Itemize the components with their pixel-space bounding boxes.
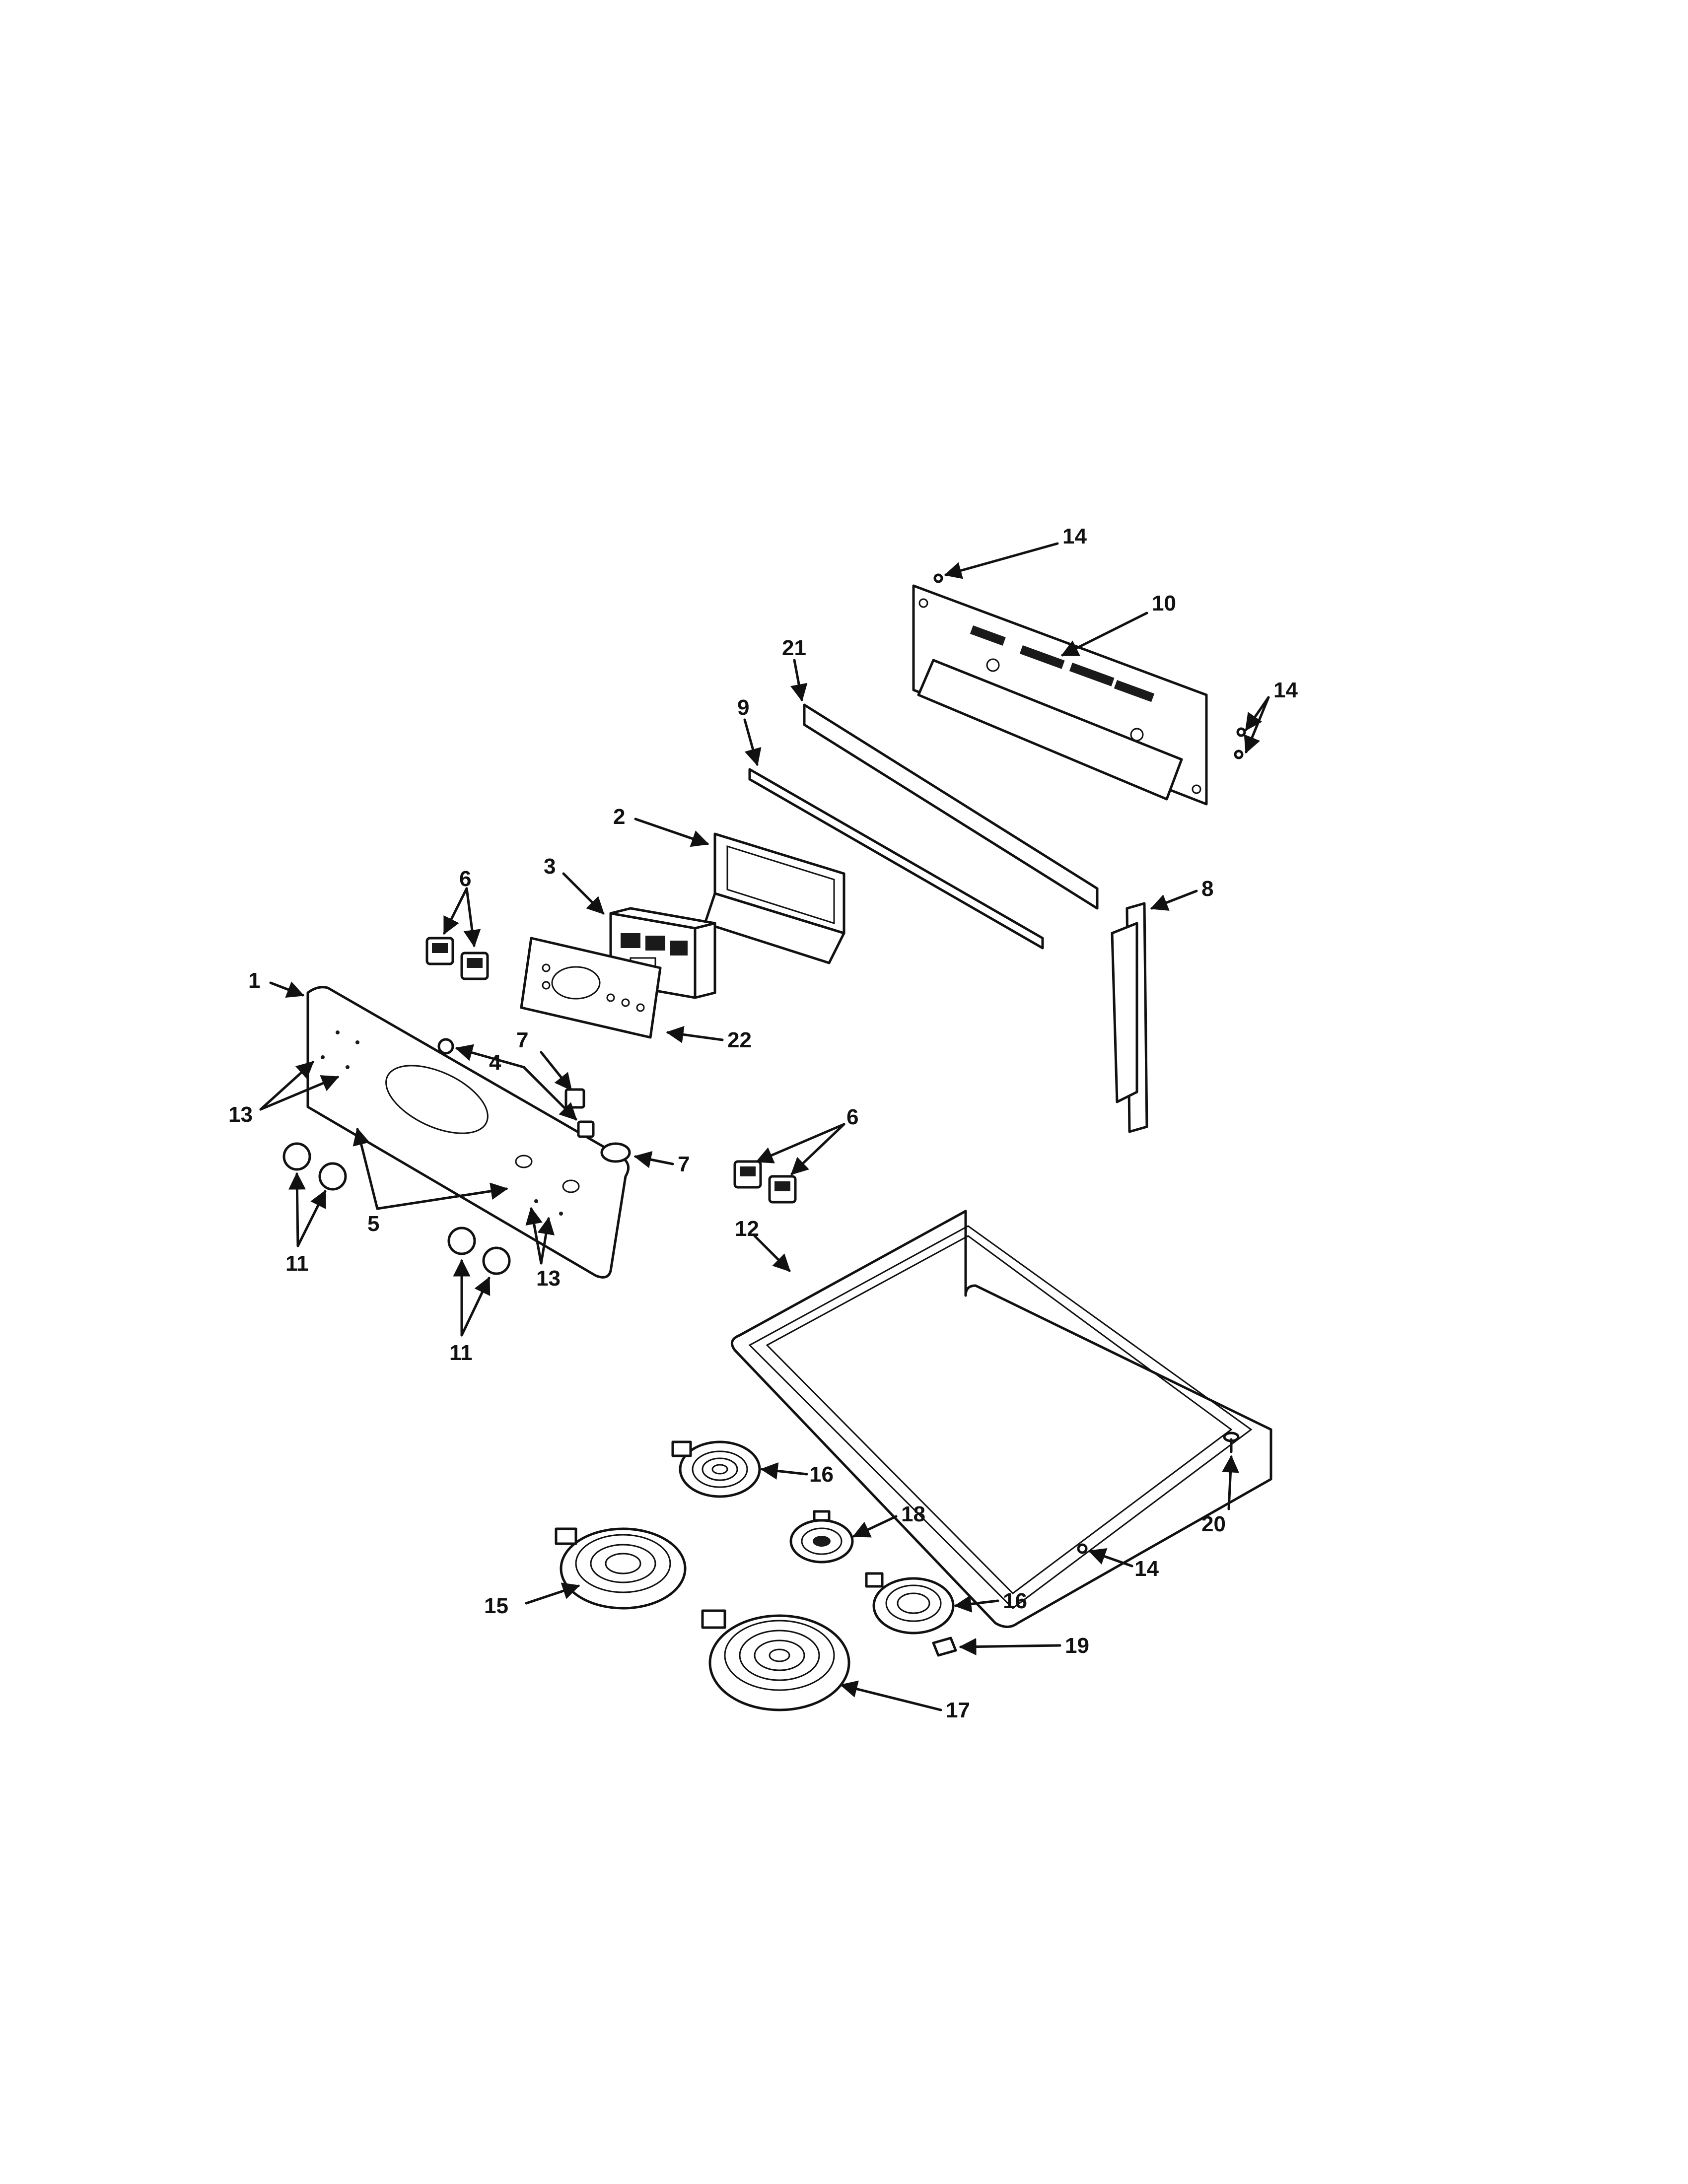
clip-19 — [932, 1637, 957, 1657]
callout-13-left: 13 — [228, 1102, 253, 1127]
callout-12: 12 — [735, 1217, 759, 1241]
callout-22: 22 — [727, 1028, 752, 1052]
callout-21: 21 — [782, 636, 806, 660]
rear-bracket — [912, 584, 1208, 806]
surface-element-16b — [865, 1572, 955, 1635]
callout-20: 20 — [1201, 1512, 1226, 1536]
callout-3: 3 — [544, 854, 556, 879]
membrane-overlay — [520, 937, 662, 1039]
callout-14-bottom: 14 — [1134, 1557, 1159, 1581]
callout-8: 8 — [1201, 877, 1213, 901]
warming-element-18 — [789, 1510, 854, 1564]
callout-labels: 14 10 14 21 9 2 8 3 6 1 22 4 7 7 6 13 5 … — [228, 524, 1298, 1722]
callout-18: 18 — [901, 1502, 925, 1526]
callout-9: 9 — [737, 695, 749, 720]
callout-5: 5 — [367, 1212, 379, 1236]
screw-20 — [1223, 1432, 1240, 1453]
screws-14 — [933, 573, 1246, 1554]
callout-17: 17 — [946, 1698, 970, 1722]
small-components — [437, 1038, 631, 1163]
callout-7-right: 7 — [678, 1152, 690, 1176]
callout-7-top: 7 — [516, 1028, 528, 1052]
callout-10: 10 — [1152, 591, 1176, 615]
callout-13-right: 13 — [536, 1266, 561, 1291]
callout-2: 2 — [613, 805, 625, 829]
callout-14-top: 14 — [1062, 524, 1087, 548]
side-bracket — [1111, 902, 1148, 1133]
callout-6-right: 6 — [846, 1105, 858, 1129]
callout-11-left: 11 — [285, 1251, 309, 1276]
callout-11-right: 11 — [449, 1341, 473, 1365]
surface-element-15 — [555, 1527, 687, 1610]
callout-1: 1 — [248, 968, 260, 993]
callout-19: 19 — [1065, 1634, 1089, 1658]
display-frame — [703, 832, 845, 964]
control-panel — [306, 986, 630, 1279]
callout-6-left: 6 — [459, 867, 471, 891]
callout-14-right: 14 — [1273, 678, 1298, 702]
callout-16-top: 16 — [809, 1462, 834, 1487]
rear-trim-strip — [803, 703, 1099, 910]
callout-16-bottom: 16 — [1003, 1589, 1027, 1613]
leader-lines — [259, 542, 1270, 1711]
glass-cooktop — [730, 1210, 1272, 1628]
control-knobs — [282, 1142, 511, 1275]
rocker-switches-right — [733, 1160, 797, 1204]
surface-element-17 — [701, 1609, 850, 1711]
thin-trim-strip — [748, 768, 1044, 950]
rocker-switches-left — [425, 937, 489, 980]
surface-element-16a — [671, 1440, 761, 1498]
callout-15: 15 — [484, 1594, 508, 1618]
callout-4: 4 — [489, 1050, 501, 1075]
